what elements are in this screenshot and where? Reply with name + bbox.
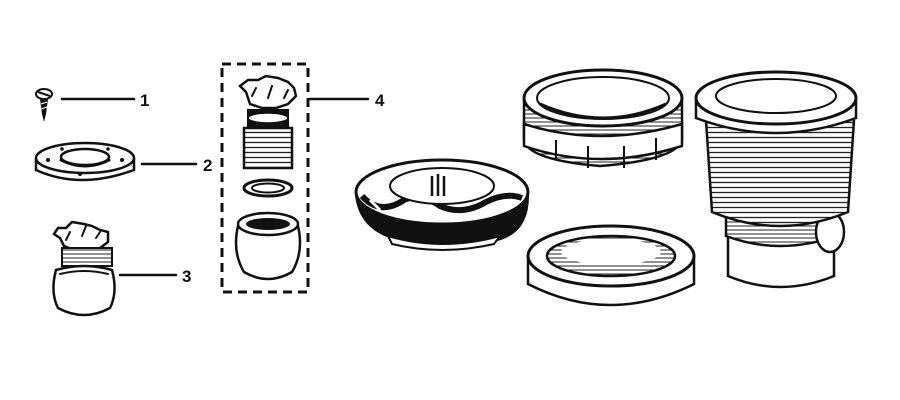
part-2-flange	[34, 141, 136, 182]
callout-4: 4	[308, 91, 385, 110]
part-3-cap-assembly	[52, 220, 116, 317]
strainer-dish	[354, 158, 530, 251]
callout-label-4: 4	[375, 91, 385, 110]
lock-ring-lower	[526, 224, 696, 307]
part-4-valve-kit	[220, 62, 310, 294]
callout-label-2: 2	[203, 156, 212, 175]
callout-2: 2	[140, 156, 212, 175]
part-1-screw	[35, 88, 53, 122]
callout-3: 3	[118, 267, 191, 286]
drain-body	[694, 70, 858, 289]
kit-dashed-box	[220, 62, 310, 294]
lock-nut-upper	[522, 68, 684, 168]
callout-1: 1	[60, 91, 149, 110]
callout-label-1: 1	[140, 91, 149, 110]
callout-label-3: 3	[182, 267, 191, 286]
